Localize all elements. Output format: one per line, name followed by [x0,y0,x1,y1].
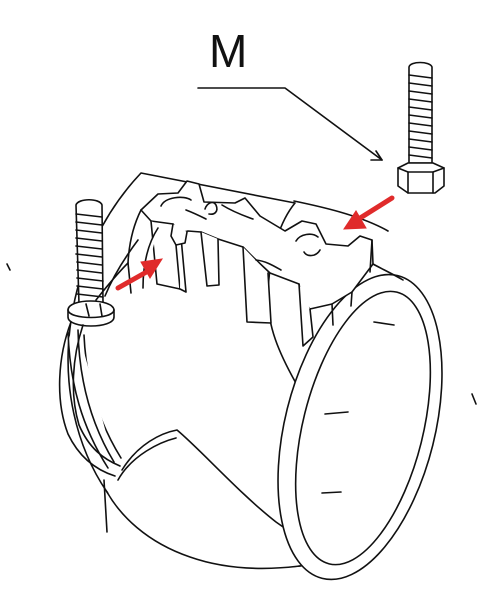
bolt-m [397,61,445,194]
reference-marks [6,263,477,405]
red-arrow-right [115,258,164,291]
callout-label-m: M [209,25,248,77]
red-arrow-left [343,195,395,230]
pipe-end-flange [277,273,443,581]
callout-leader [197,87,383,161]
clamp-saddle [127,180,374,347]
upper-strap [293,200,404,281]
left-strap [58,239,139,477]
left-bolt [67,198,115,327]
